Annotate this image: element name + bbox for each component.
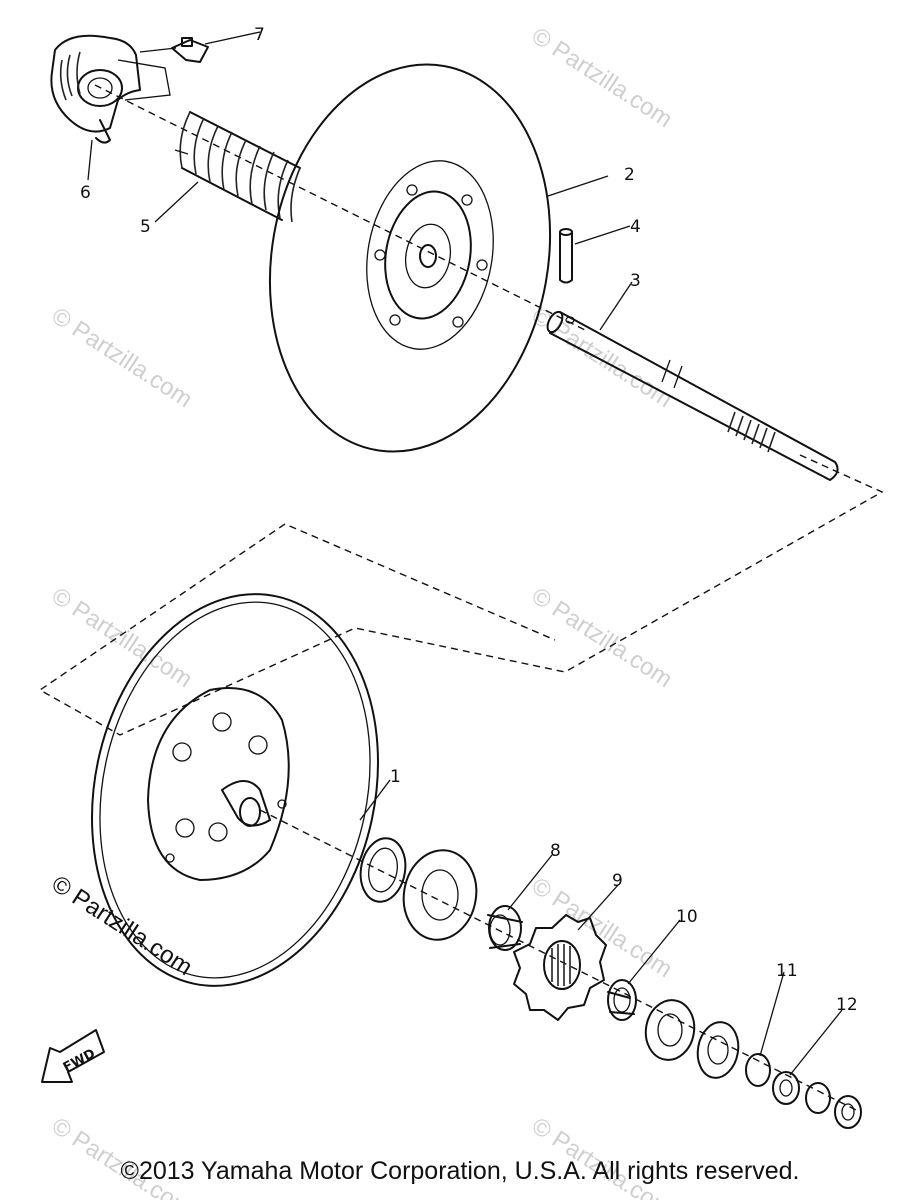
assembly-outline [38,454,884,736]
part-5-spring [174,111,301,223]
callout-2: 2 [624,165,635,185]
callout-7: 7 [254,25,265,45]
part-10-bushing [607,979,637,1021]
watermark-1: © Partzilla.com [527,22,677,133]
callout-5: 5 [140,217,151,237]
callout-1: 1 [390,767,401,787]
lower-hardware [402,849,862,1129]
part-7-pin [171,37,209,63]
copyright-notice: ©2013 Yamaha Motor Corporation, U.S.A. A… [120,1157,800,1185]
callout-3: 3 [630,271,641,291]
axis-line-upper [94,84,586,331]
watermark-2: © Partzilla.com [47,302,197,413]
callout-9: 9 [612,871,623,891]
callout-10: 10 [676,907,698,927]
watermark-dark: © Partzilla.com [47,870,197,981]
callout-6: 6 [80,183,91,203]
leader-lines [87,31,843,1076]
part-3-shaft [546,310,839,481]
part-4-dowel [559,228,573,284]
part-9-sprocket [513,914,607,1021]
part-11-washer [745,1053,771,1087]
part-1-sheave [91,593,407,987]
callout-8: 8 [550,841,561,861]
part-8-collar [487,905,523,951]
watermarks: © Partzilla.com © Partzilla.com © Partzi… [47,22,677,1200]
part-6-cam [50,34,171,144]
callouts: 7 6 5 2 4 3 1 8 9 10 11 12 [80,25,858,1015]
callout-4: 4 [630,217,641,237]
callout-11: 11 [776,961,798,981]
fwd-label: FWD [61,1046,98,1075]
part-2-sheave [268,63,552,453]
part-12-washer [772,1071,800,1105]
fwd-arrow-icon: FWD [41,1029,105,1083]
callout-12: 12 [836,995,858,1015]
